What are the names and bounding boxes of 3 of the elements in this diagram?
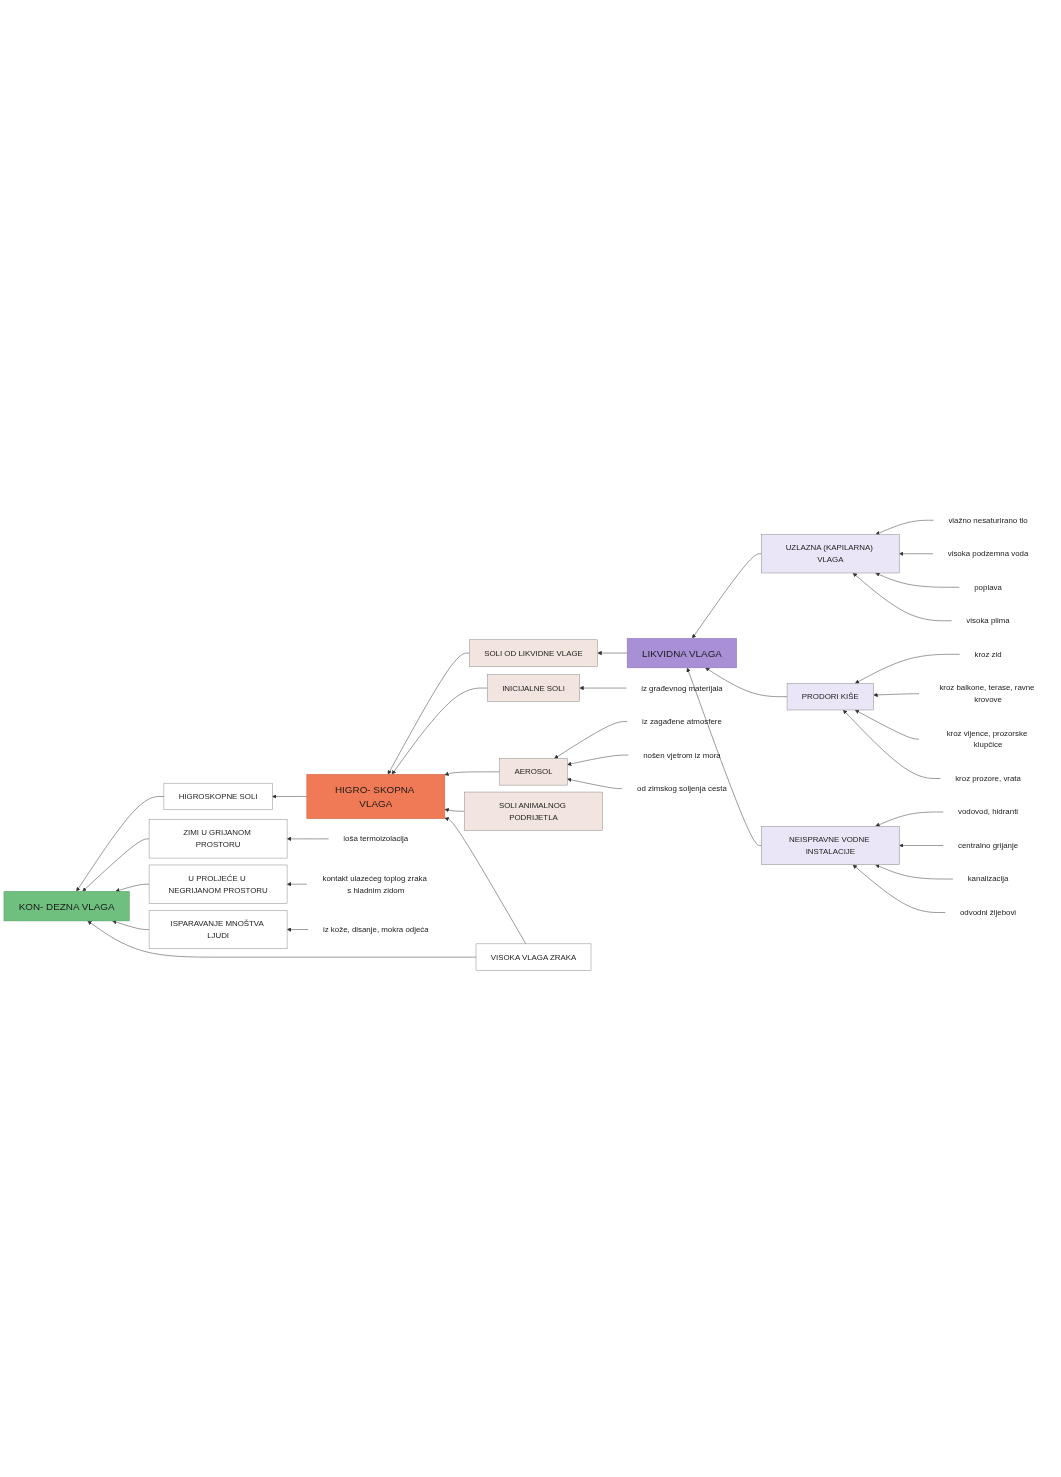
node-box: HIGRO- SKOPNA VLAGA: [306, 773, 446, 819]
node-box: LIKVIDNA VLAGA: [626, 637, 737, 668]
node-box: KON- DEZNA VLAGA: [3, 890, 130, 921]
